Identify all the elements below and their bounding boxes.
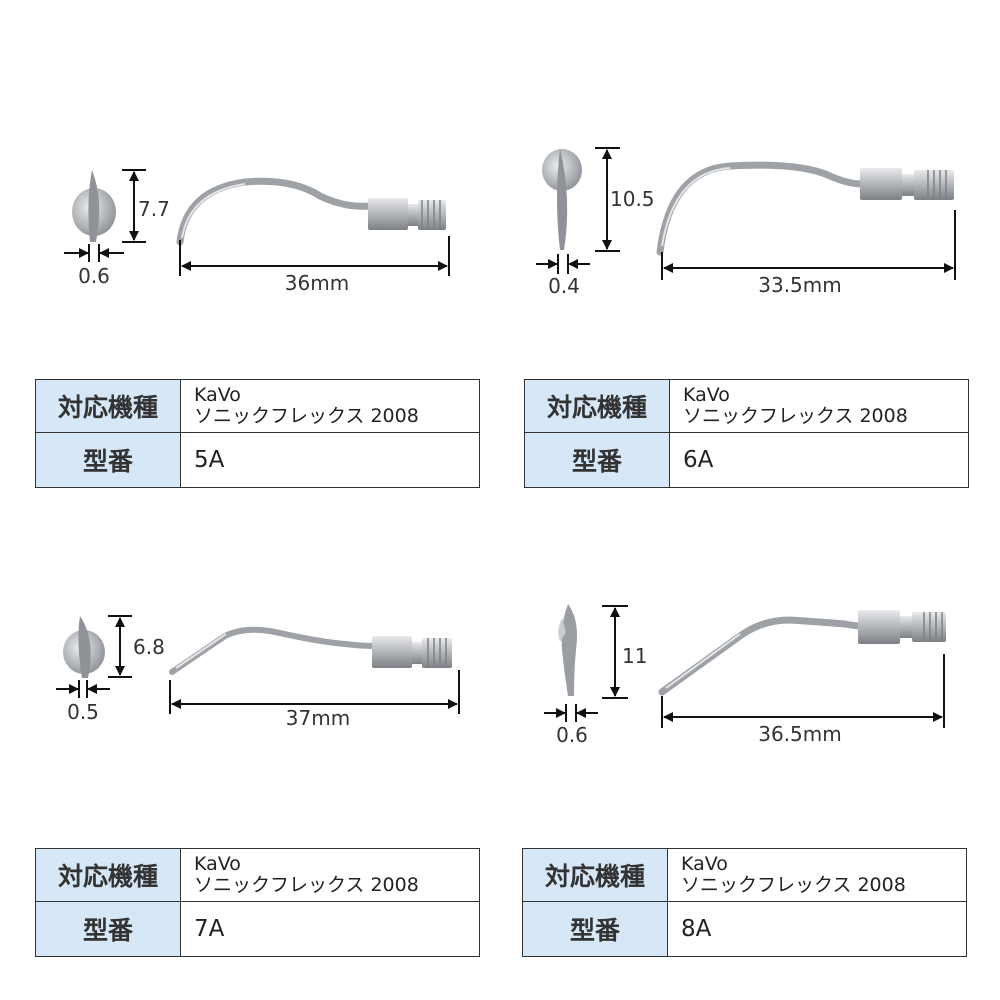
series: ソニックフレックス 2008: [681, 874, 906, 896]
length-label: 37mm: [286, 706, 350, 730]
width-dimension: [536, 254, 590, 274]
height-dimension: [595, 147, 620, 252]
tip-diagram-5a: 7.7 0.6 36mm: [64, 169, 450, 295]
width-label: 0.6: [78, 264, 110, 288]
tip-front-view: [542, 148, 582, 250]
series: ソニックフレックス 2008: [194, 405, 419, 427]
height-dimension: [602, 605, 628, 699]
width-label: 0.6: [556, 723, 588, 747]
tip-diagram-8a: 11 0.6 36.5mm: [544, 604, 946, 747]
height-label: 6.8: [133, 635, 165, 659]
height-label: 7.7: [138, 197, 170, 221]
tip-side-view: [656, 161, 954, 256]
height-dimension: [122, 169, 146, 243]
width-dimension: [544, 704, 598, 722]
tip-diagram-7a: 6.8 0.5 37mm: [56, 615, 460, 730]
tip-side-view: [176, 177, 446, 246]
series: ソニックフレックス 2008: [194, 874, 419, 896]
compat-header: 対応機種: [35, 848, 181, 902]
length-dimension: [179, 236, 450, 276]
length-dimension: [661, 654, 945, 728]
compat-header: 対応機種: [35, 379, 181, 433]
model-header: 型番: [35, 901, 181, 957]
width-dimension: [64, 244, 124, 262]
length-dimension: [661, 210, 956, 280]
series: ソニックフレックス 2008: [683, 405, 908, 427]
height-dimension: [108, 615, 132, 678]
model-header: 型番: [524, 432, 670, 488]
length-label: 33.5mm: [758, 273, 842, 297]
tip-side-view: [169, 626, 452, 675]
tip-front-view: [63, 616, 105, 678]
maker: KaVo: [683, 384, 730, 406]
maker: KaVo: [681, 853, 728, 875]
model-header: 型番: [35, 432, 181, 488]
width-label: 0.4: [548, 274, 580, 298]
width-label: 0.5: [67, 700, 99, 724]
tip-front-view: [72, 170, 116, 242]
width-dimension: [56, 680, 110, 698]
tip-diagram-6a: 10.5 0.4 33.5mm: [536, 147, 956, 298]
model-number: 7A: [180, 901, 480, 957]
height-label: 10.5: [610, 187, 655, 211]
compat-header: 対応機種: [524, 379, 670, 433]
length-label: 36mm: [285, 271, 349, 295]
maker: KaVo: [194, 853, 241, 875]
tip-side-view: [658, 610, 946, 696]
tip-front-view: [558, 604, 577, 696]
model-number: 8A: [667, 901, 967, 957]
model-number: 6A: [669, 432, 969, 488]
model-header: 型番: [522, 901, 668, 957]
compat-header: 対応機種: [522, 848, 668, 902]
length-label: 36.5mm: [758, 722, 842, 746]
model-number: 5A: [180, 432, 480, 488]
height-label: 11: [622, 644, 647, 668]
maker: KaVo: [194, 384, 241, 406]
length-dimension: [169, 670, 460, 714]
